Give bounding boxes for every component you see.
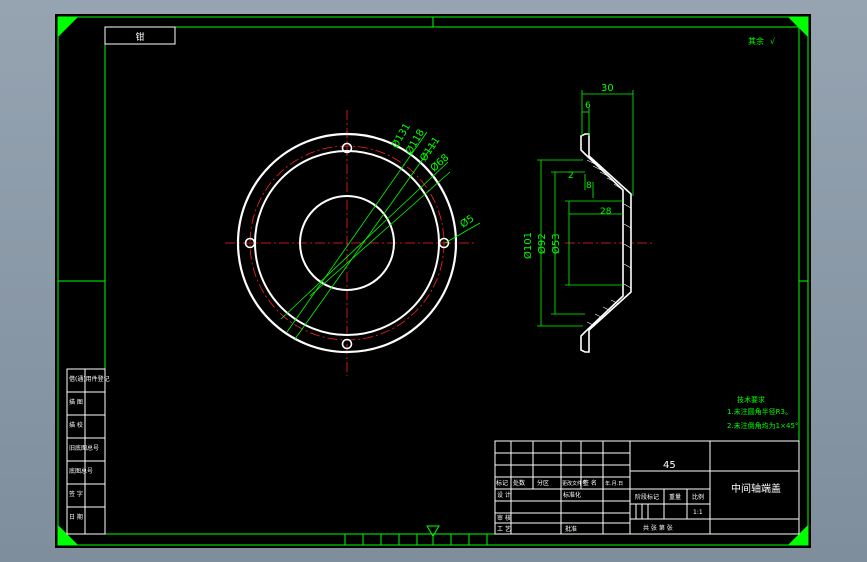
corner-mark-br xyxy=(788,525,808,545)
outer-rim-circle xyxy=(236,132,458,354)
corner-mark-bl xyxy=(58,525,78,545)
rev-header-4: 签 名 xyxy=(583,479,597,487)
tech-req-title: 技术要求 xyxy=(737,395,765,404)
rev-header-2: 分区 xyxy=(537,479,549,487)
dim-d92: Ø92 xyxy=(536,233,548,254)
dim-hole: Ø5 xyxy=(458,212,477,230)
corner-mark-tl xyxy=(58,17,78,37)
drawing-number-text: 钳 xyxy=(135,31,144,43)
sheets-label: 共 张 第 张 xyxy=(643,524,673,532)
dim-w30: 30 xyxy=(601,83,614,94)
inner-frame xyxy=(104,26,800,535)
rev-header-3: 更改文件号 xyxy=(562,480,587,487)
ratio-label: 比例 xyxy=(692,493,704,501)
design-label: 设 计 xyxy=(497,491,511,499)
scale-value: 1:1 xyxy=(693,509,703,516)
left-strip-5: 签 字 xyxy=(69,490,83,498)
dim-w6: 6 xyxy=(585,101,591,111)
left-strip-1: 描 图 xyxy=(69,398,83,406)
standard-label: 标准化 xyxy=(563,491,581,499)
left-strip-2: 描 校 xyxy=(69,421,83,429)
review-label: 审 核 xyxy=(497,514,511,522)
roughness-note: 其余 xyxy=(748,36,764,46)
bolt-hole-left xyxy=(244,237,256,249)
weight-label: 重量 xyxy=(669,493,681,501)
left-strip-6: 日 期 xyxy=(69,513,83,521)
bore-circle xyxy=(299,195,395,291)
section-profile xyxy=(580,133,632,353)
dim-d53: Ø53 xyxy=(550,233,562,254)
section-view xyxy=(537,90,655,353)
approve-label: 批准 xyxy=(565,525,577,533)
left-strip-table xyxy=(66,368,106,535)
process-label: 工 艺 xyxy=(497,525,511,533)
dim-w8: 8 xyxy=(586,181,592,191)
tech-req-line2: 2.未注倒角均为1×45° xyxy=(727,421,798,430)
rev-header-0: 标记 xyxy=(496,479,508,487)
dim-w2: 2 xyxy=(568,171,574,181)
outer-border xyxy=(57,16,809,546)
centering-arrow xyxy=(426,525,440,537)
left-strip-4: 底图总号 xyxy=(69,467,93,475)
svg-text:√: √ xyxy=(770,37,776,46)
bolt-hole-bottom xyxy=(341,338,353,350)
material-text: 45 xyxy=(663,460,676,471)
tech-req-line1: 1.未注圆角半径R3。 xyxy=(727,407,792,416)
dim-w28: 28 xyxy=(600,207,612,217)
part-name-text: 中间轴端盖 xyxy=(731,482,781,495)
bolt-hole-right xyxy=(438,237,450,249)
left-strip-3: 旧底图总号 xyxy=(69,444,99,452)
title-block xyxy=(494,440,800,535)
drawing-canvas: 钳 其余 √ 借(通)用件登记 描 图 描 校 旧底图总号 底图总号 签 字 xyxy=(57,16,809,546)
bolt-hole-top xyxy=(341,142,353,154)
stage-mark-label: 阶段标记 xyxy=(635,493,659,501)
tech-requirements: 技术要求 1.未注圆角半径R3。 2.未注倒角均为1×45° xyxy=(727,395,798,430)
bottom-ruler xyxy=(344,534,488,545)
drawing-sheet[interactable]: 钳 其余 √ 借(通)用件登记 描 图 描 校 旧底图总号 底图总号 签 字 xyxy=(55,14,811,548)
front-view xyxy=(225,110,481,376)
dim-d101: Ø101 xyxy=(522,232,534,259)
drawing-number-box xyxy=(104,26,176,45)
rev-header-1: 处数 xyxy=(513,479,525,487)
rev-header-5: 年.月.日 xyxy=(605,480,623,487)
left-strip-0: 借(通)用件登记 xyxy=(69,375,110,383)
